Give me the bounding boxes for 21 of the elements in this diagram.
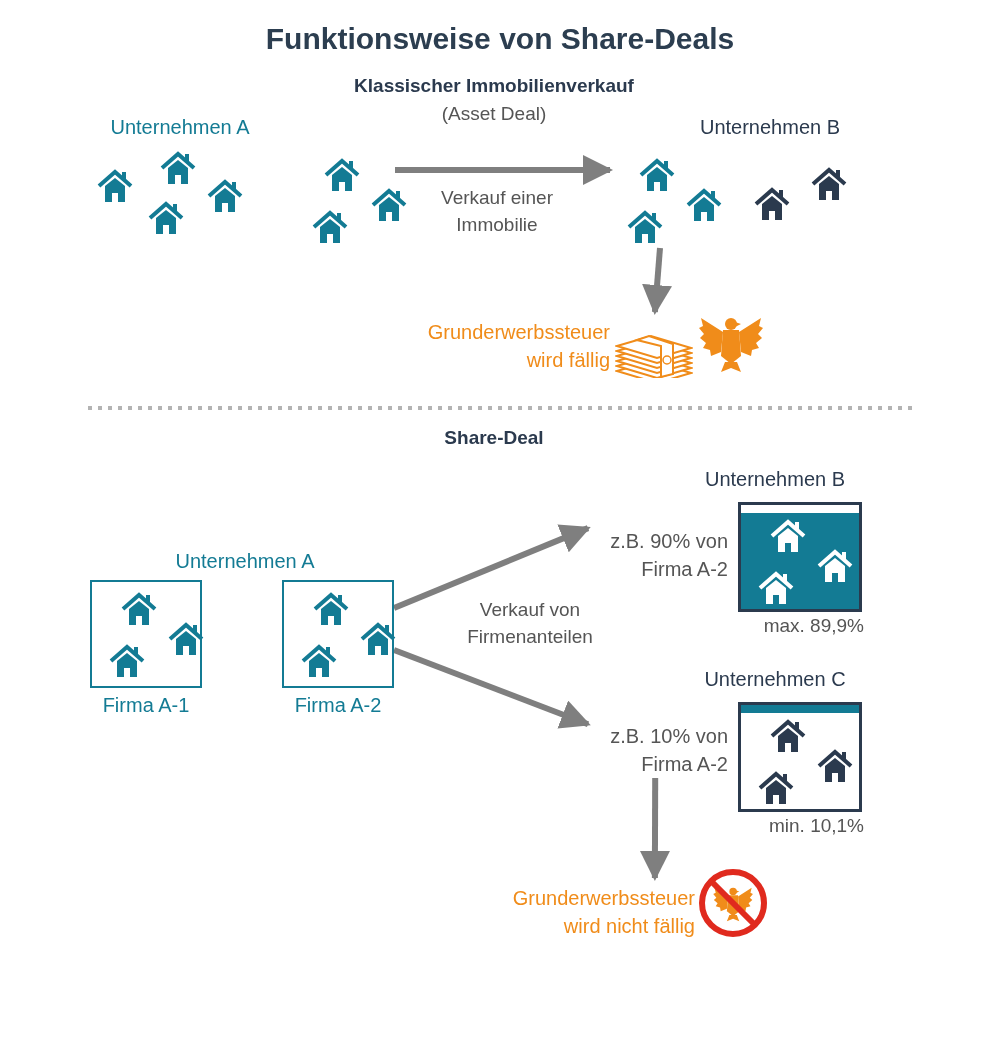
arrow: [395, 155, 613, 185]
tax-note: Grunderwerbssteuer wird nicht fällig: [511, 886, 695, 939]
tax-note: Grunderwerbssteuer wird fällig: [426, 320, 610, 373]
company-label: Unternehmen B: [698, 115, 842, 140]
company-label: Unternehmen C: [703, 667, 847, 692]
share-note: z.B. 90% von Firma A-2: [588, 527, 728, 583]
firm-caption: Firma A-2: [293, 693, 383, 718]
company-label: Unternehmen A: [109, 115, 251, 140]
title: Funktionsweise von Share-Deals: [264, 22, 736, 56]
arrow: [642, 247, 672, 315]
firm-caption: Firma A-1: [101, 693, 191, 718]
company-label: Unternehmen A: [174, 549, 316, 574]
share-limit: min. 10,1%: [767, 814, 864, 838]
share-note: z.B. 10% von Firma A-2: [588, 722, 728, 778]
section-heading: Share-Deal: [443, 426, 545, 450]
arrow: [392, 524, 591, 611]
company-label: Unternehmen B: [703, 467, 847, 492]
arrow: [639, 778, 670, 881]
arrow: [392, 647, 591, 729]
share-limit: max. 89,9%: [762, 614, 864, 638]
section-heading: Klassischer Immobilienverkauf: [353, 74, 635, 98]
